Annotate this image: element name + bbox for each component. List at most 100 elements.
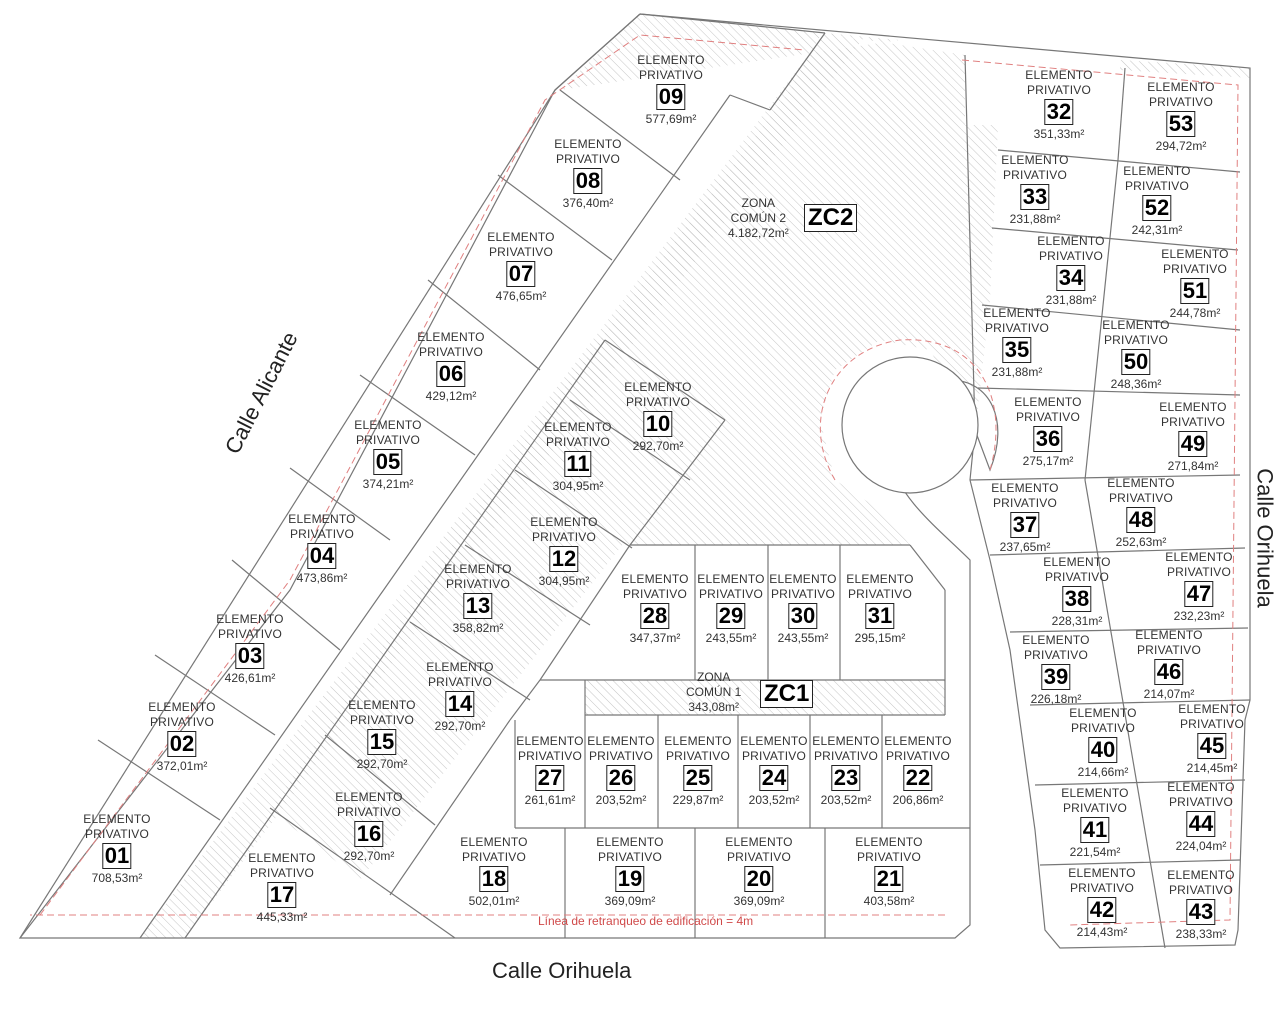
lot-subtitle: PRIVATIVO	[665, 749, 731, 763]
lot-subtitle: PRIVATIVO	[517, 749, 583, 763]
lot-title: ELEMENTO	[1165, 550, 1233, 564]
lot-number: 53	[1166, 111, 1196, 137]
lot-title: ELEMENTO	[1123, 164, 1191, 178]
zone-code: ZC1	[760, 680, 814, 708]
lot-subtitle: PRIVATIVO	[770, 587, 836, 601]
lot-area: 203,52m²	[748, 793, 800, 807]
lot-number: 37	[1010, 512, 1040, 538]
lot-title: ELEMENTO	[1068, 866, 1136, 880]
lot-number: 27	[535, 765, 565, 791]
lot-title: ELEMENTO	[991, 481, 1059, 495]
lot-number: 08	[573, 168, 603, 194]
lot-subtitle: PRIVATIVO	[249, 866, 315, 880]
zone-text: COMÚN 2	[730, 211, 787, 225]
lot-title: ELEMENTO	[596, 835, 664, 849]
lot-title: ELEMENTO	[740, 734, 808, 748]
lot-subtitle: PRIVATIVO	[847, 587, 913, 601]
lot-number: 20	[744, 866, 774, 892]
lot-number: 19	[615, 866, 645, 892]
lot-number: 41	[1080, 817, 1110, 843]
lot-subtitle: PRIVATIVO	[555, 152, 621, 166]
lot-title: ELEMENTO	[1001, 153, 1069, 167]
zone-code: ZC2	[804, 204, 858, 232]
lot-number: 02	[167, 731, 197, 757]
lot-subtitle: PRIVATIVO	[445, 577, 511, 591]
lot-subtitle: PRIVATIVO	[427, 675, 493, 689]
lot-area: 502,01m²	[468, 894, 520, 908]
lot-title: ELEMENTO	[1161, 247, 1229, 261]
lot-number: 49	[1178, 431, 1208, 457]
lot-number: 15	[367, 729, 397, 755]
right-lot-lines	[969, 67, 1251, 949]
setback-label: Línea de retranqueo de edificación = 4m	[538, 914, 754, 928]
lot-number: 51	[1180, 278, 1210, 304]
lot-subtitle: PRIVATIVO	[1002, 168, 1068, 182]
lot-area: 237,65m²	[999, 540, 1051, 554]
lot-area: 231,88m²	[1045, 293, 1097, 307]
lot-title: ELEMENTO	[697, 572, 765, 586]
lot-title: ELEMENTO	[148, 700, 216, 714]
lot-title: ELEMENTO	[1022, 633, 1090, 647]
lot-area: 292,70m²	[434, 719, 486, 733]
lot-subtitle: PRIVATIVO	[726, 850, 792, 864]
lot-title: ELEMENTO	[855, 835, 923, 849]
lot-subtitle: PRIVATIVO	[1103, 333, 1169, 347]
zone-area: 343,08m²	[688, 700, 740, 714]
lot-area: 243,55m²	[777, 631, 829, 645]
lot-number: 31	[865, 603, 895, 629]
lot-number: 12	[549, 546, 579, 572]
lot-subtitle: PRIVATIVO	[289, 527, 355, 541]
lot-subtitle: PRIVATIVO	[217, 627, 283, 641]
lot-title: ELEMENTO	[554, 137, 622, 151]
lot-area: 304,95m²	[538, 574, 590, 588]
lot-area: 351,33m²	[1033, 127, 1085, 141]
lot-number: 01	[102, 843, 132, 869]
lot-title: ELEMENTO	[846, 572, 914, 586]
lot-number: 28	[640, 603, 670, 629]
lot-area: 244,78m²	[1169, 306, 1221, 320]
lot-subtitle: PRIVATIVO	[355, 433, 421, 447]
lot-area: 271,84m²	[1167, 459, 1219, 473]
lot-area: 376,40m²	[562, 196, 614, 210]
lot-number: 45	[1197, 733, 1227, 759]
lot-number: 38	[1062, 586, 1092, 612]
lot-subtitle: PRIVATIVO	[1038, 249, 1104, 263]
lot-number: 46	[1154, 659, 1184, 685]
lot-subtitle: PRIVATIVO	[698, 587, 764, 601]
lot-number: 22	[903, 765, 933, 791]
lot-number: 34	[1056, 265, 1086, 291]
lot-area: 214,43m²	[1076, 925, 1128, 939]
lot-number: 05	[373, 449, 403, 475]
lot-number: 23	[831, 765, 861, 791]
lot-area: 295,15m²	[854, 631, 906, 645]
lot-number: 32	[1044, 99, 1074, 125]
lot-title: ELEMENTO	[1025, 68, 1093, 82]
lot-area: 372,01m²	[156, 759, 208, 773]
lot-subtitle: PRIVATIVO	[1026, 83, 1092, 97]
lot-subtitle: PRIVATIVO	[1015, 410, 1081, 424]
lot-title: ELEMENTO	[637, 53, 705, 67]
lot-number: 36	[1033, 426, 1063, 452]
common-zone-1-label: ZONA COMÚN 1 343,08m² ZC1	[686, 670, 814, 715]
lot-subtitle: PRIVATIVO	[461, 850, 527, 864]
lot-subtitle: PRIVATIVO	[588, 749, 654, 763]
lot-title: ELEMENTO	[1069, 706, 1137, 720]
lot-number: 42	[1087, 897, 1117, 923]
